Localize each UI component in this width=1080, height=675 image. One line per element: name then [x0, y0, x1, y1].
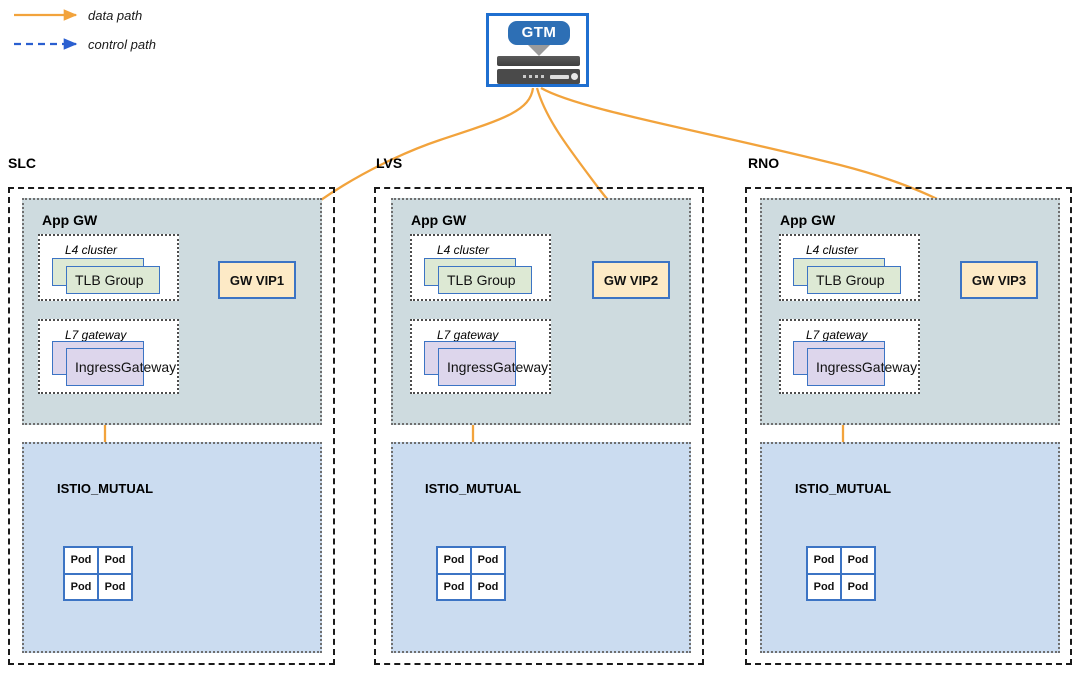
gw-vip-rno[interactable]: GW VIP3: [960, 261, 1038, 299]
gw-vip-lvs[interactable]: GW VIP2: [592, 261, 670, 299]
pod-grid-lvs: Pod Pod Pod Pod: [436, 546, 506, 601]
appgw-title-lvs: App GW: [411, 212, 467, 228]
pod-cell[interactable]: Pod: [98, 573, 132, 600]
pod-grid-slc: Pod Pod Pod Pod: [63, 546, 133, 601]
pod-cell[interactable]: Pod: [64, 547, 98, 574]
region-box-slc: [8, 187, 335, 665]
gtm-rack-unit-bottom: [497, 69, 580, 84]
ingress-gateway-label-lvs: IngressGateway: [447, 358, 549, 375]
gw-vip-label-rno: GW VIP3: [971, 272, 1027, 288]
ingress-gateway-rno[interactable]: IngressGateway: [807, 348, 917, 386]
ingress-gateway-lvs[interactable]: IngressGateway: [438, 348, 548, 386]
region-title-lvs: LVS: [376, 155, 403, 171]
appgw-title-rno: App GW: [780, 212, 836, 228]
pod-cell[interactable]: Pod: [807, 547, 841, 574]
gtm-bubble-wrap: GTM: [508, 21, 570, 56]
gtm-led-2: [529, 75, 532, 78]
l4-cluster-title-rno: L4 cluster: [806, 243, 859, 257]
l4-cluster-title-slc: L4 cluster: [65, 243, 118, 257]
gtm-status-bar: [550, 75, 569, 79]
gtm-led-4: [541, 75, 544, 78]
pod-cell[interactable]: Pod: [841, 547, 875, 574]
pod-grid-rno: Pod Pod Pod Pod: [806, 546, 876, 601]
l7-gateway-title-slc: L7 gateway: [65, 328, 127, 342]
gw-vip-slc[interactable]: GW VIP1: [218, 261, 296, 299]
istio-label-slc: ISTIO_MUTUAL: [57, 481, 154, 496]
gtm-led-3: [535, 75, 538, 78]
istio-box-rno: [760, 442, 1060, 653]
istio-label-rno: ISTIO_MUTUAL: [795, 481, 892, 496]
ingress-gateway-slc[interactable]: IngressGateway: [66, 348, 176, 386]
tlb-group-lvs[interactable]: TLB Group: [438, 266, 532, 294]
istio-label-lvs: ISTIO_MUTUAL: [425, 481, 522, 496]
gtm-appliance[interactable]: GTM: [486, 13, 589, 87]
legend-label-data-path: data path: [88, 8, 143, 23]
pod-cell[interactable]: Pod: [471, 547, 505, 574]
pod-cell[interactable]: Pod: [98, 547, 132, 574]
legend-label-control-path: control path: [88, 37, 156, 52]
ingress-gateway-label-slc: IngressGateway: [75, 358, 177, 375]
tlb-group-slc[interactable]: TLB Group: [66, 266, 160, 294]
pod-cell[interactable]: Pod: [437, 547, 471, 574]
region-title-rno: RNO: [748, 155, 780, 171]
region-box-rno: [745, 187, 1072, 665]
gtm-label: GTM: [508, 21, 570, 45]
pod-cell[interactable]: Pod: [807, 573, 841, 600]
gw-vip-label-slc: GW VIP1: [229, 272, 285, 288]
ingress-gateway-label-rno: IngressGateway: [816, 358, 918, 375]
l7-gateway-title-lvs: L7 gateway: [437, 328, 499, 342]
pod-cell[interactable]: Pod: [64, 573, 98, 600]
gtm-power-dot-icon: [571, 73, 578, 80]
gw-vip-label-lvs: GW VIP2: [603, 272, 659, 288]
l4-cluster-title-lvs: L4 cluster: [437, 243, 490, 257]
gtm-bubble-tail-icon: [528, 45, 550, 56]
l7-gateway-title-rno: L7 gateway: [806, 328, 868, 342]
tlb-group-rno[interactable]: TLB Group: [807, 266, 901, 294]
tlb-group-label-rno: TLB Group: [816, 271, 885, 288]
pod-cell[interactable]: Pod: [841, 573, 875, 600]
pod-cell[interactable]: Pod: [437, 573, 471, 600]
region-box-lvs: [374, 187, 704, 665]
region-title-slc: SLC: [8, 155, 36, 171]
pod-cell[interactable]: Pod: [471, 573, 505, 600]
appgw-title-slc: App GW: [42, 212, 98, 228]
tlb-group-label-slc: TLB Group: [75, 271, 144, 288]
gtm-led-1: [523, 75, 526, 78]
gtm-rack-unit-top: [497, 56, 580, 66]
tlb-group-label-lvs: TLB Group: [447, 271, 516, 288]
